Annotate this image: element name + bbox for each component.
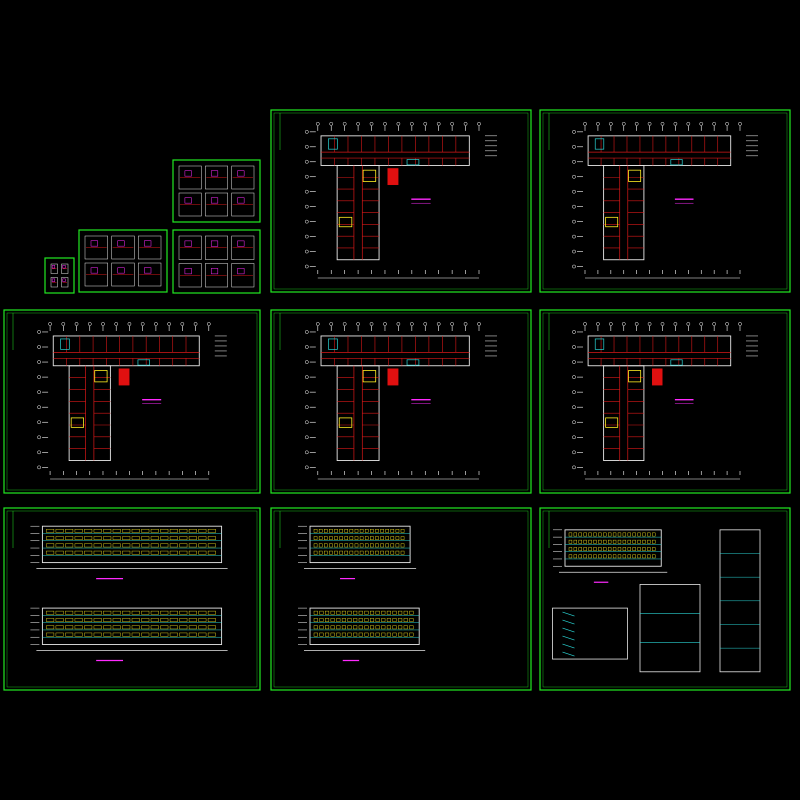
plan-sheet-5-frame [539, 309, 791, 494]
section-sheet [539, 507, 791, 691]
thumb-unit-details-sheet-frame [78, 229, 168, 293]
thumb-schedule-sheet-frame [172, 229, 261, 294]
plan-sheet-4 [270, 309, 532, 494]
thumb-legend-sheet [44, 257, 75, 294]
plan-sheet-2-frame [539, 109, 791, 293]
plan-sheet-3-inner-frame [6, 312, 258, 491]
elevation-sheet-2-inner-frame [273, 510, 529, 688]
elevation-sheet-2 [270, 507, 532, 691]
plan-sheet-2-inner-frame [542, 112, 788, 290]
section-sheet-frame [539, 507, 791, 691]
plan-sheet-1-inner-frame [273, 112, 529, 290]
plan-sheet-3 [3, 309, 261, 494]
plan-sheet-5-inner-frame [542, 312, 788, 491]
plan-sheet-5 [539, 309, 791, 494]
plan-sheet-3-frame [3, 309, 261, 494]
plan-sheet-1-frame [270, 109, 532, 293]
elevation-sheet-2-frame [270, 507, 532, 691]
sheets-layer [3, 109, 791, 691]
elevation-sheet-1-inner-frame [6, 510, 258, 688]
thumb-stair-details-sheet [172, 159, 261, 223]
elevation-sheet-1 [3, 507, 261, 691]
thumb-legend-sheet-frame [44, 257, 75, 294]
plan-sheet-1 [270, 109, 532, 293]
plan-sheet-4-inner-frame [273, 312, 529, 491]
elevation-sheet-1-frame [3, 507, 261, 691]
thumb-schedule-sheet [172, 229, 261, 294]
plan-sheet-2 [539, 109, 791, 293]
section-sheet-inner-frame [542, 510, 788, 688]
thumb-stair-details-sheet-frame [172, 159, 261, 223]
thumb-unit-details-sheet [78, 229, 168, 293]
plan-sheet-4-frame [270, 309, 532, 494]
